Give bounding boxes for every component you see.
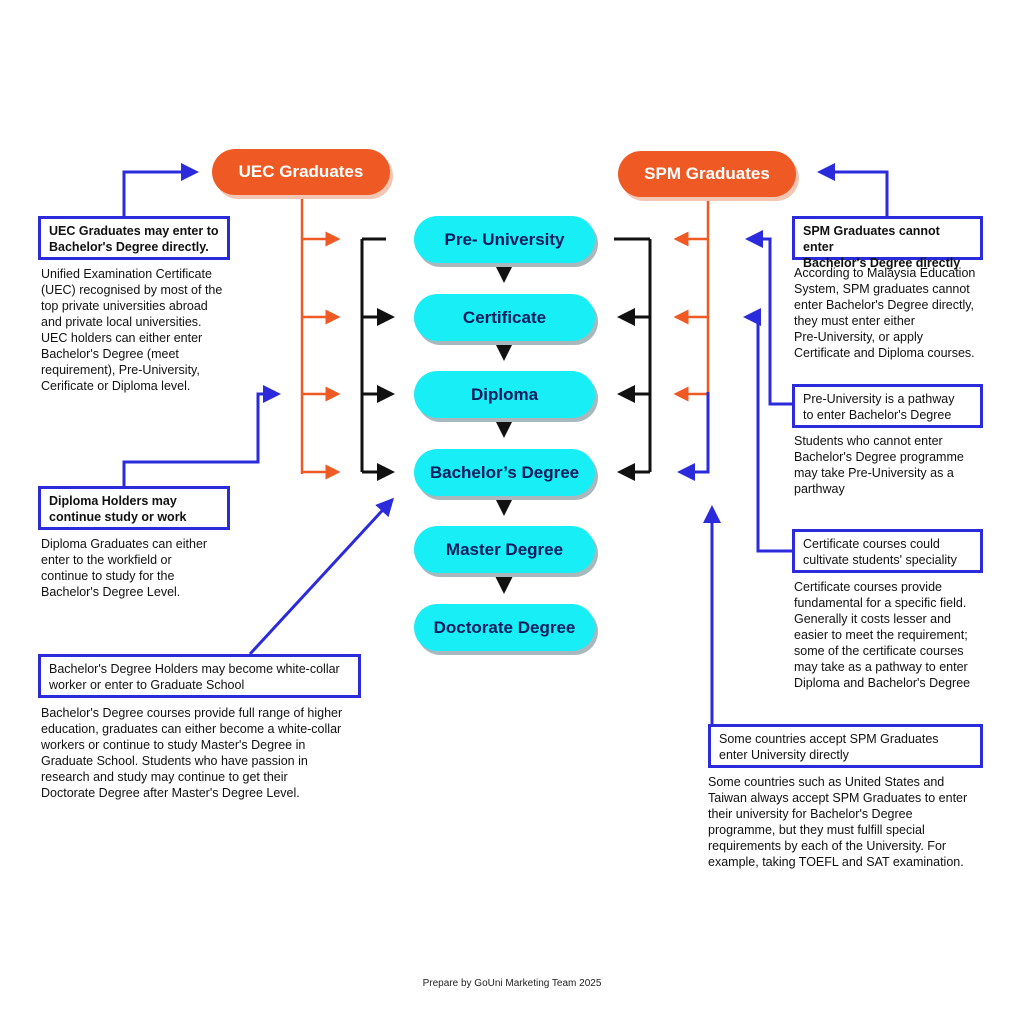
countries-note-title: Some countries accept SPM Graduates ente… [719, 732, 939, 762]
certificate-note-title-box: Certificate courses could cultivate stud… [792, 529, 983, 573]
uec-graduates-label: UEC Graduates [238, 162, 364, 181]
level-label: Doctorate Degree [433, 617, 576, 637]
bachelor-note-body: Bachelor's Degree courses provide full r… [41, 706, 343, 800]
diploma-note-title-box: Diploma Holders may continue study or wo… [38, 486, 230, 530]
level-certificate: Certificate [414, 294, 595, 341]
pre-university-note-title: Pre-University is a pathway to enter Bac… [803, 392, 955, 422]
uec-note-body: Unified Examination Certificate (UEC) re… [41, 267, 223, 393]
level-diploma: Diploma [414, 371, 595, 418]
uec-graduates-pill: UEC Graduates [212, 149, 390, 195]
uec-note-title: UEC Graduates may enter to Bachelor's De… [49, 224, 219, 254]
spm-graduates-label: SPM Graduates [644, 164, 770, 183]
level-label: Master Degree [445, 539, 564, 559]
level-pre-university: Pre- University [414, 216, 595, 263]
level-label: Bachelor’s Degree [429, 462, 580, 482]
blue-connectors-right [677, 163, 889, 726]
countries-note-title-box: Some countries accept SPM Graduates ente… [708, 724, 983, 768]
footer-credit: Prepare by GoUni Marketing Team 2025 [422, 978, 602, 989]
level-bachelors-degree: Bachelor’s Degree [414, 449, 595, 496]
bachelor-note-title-box: Bachelor's Degree Holders may become whi… [38, 654, 361, 698]
bachelor-note-title: Bachelor's Degree Holders may become whi… [49, 662, 340, 692]
left-bracket [360, 237, 395, 481]
level-master-degree: Master Degree [414, 526, 595, 573]
diploma-note-title: Diploma Holders may continue study or wo… [49, 494, 187, 524]
spm-note-body: According to Malaysia Education System, … [794, 266, 976, 360]
blue-connectors-left [122, 163, 395, 656]
certificate-note-title: Certificate courses could cultivate stud… [803, 537, 957, 567]
certificate-note-body: Certificate courses provide fundamental … [794, 580, 971, 690]
uec-connector [300, 196, 341, 480]
diploma-note-body: Diploma Graduates can either enter to th… [41, 537, 208, 599]
level-label: Certificate [462, 307, 547, 327]
level-label: Pre- University [444, 229, 565, 249]
spm-graduates-pill: SPM Graduates [618, 151, 796, 197]
right-bracket [614, 237, 652, 481]
spm-connector [673, 196, 710, 402]
spm-note-title: SPM Graduates cannot enter Bachelor's De… [803, 224, 961, 270]
spm-note-title-box: SPM Graduates cannot enter Bachelor's De… [792, 216, 983, 270]
pre-university-note-title-box: Pre-University is a pathway to enter Bac… [792, 384, 983, 428]
level-label: Diploma [470, 384, 539, 404]
uec-note-title-box: UEC Graduates may enter to Bachelor's De… [38, 216, 230, 260]
level-doctorate-degree: Doctorate Degree [414, 604, 595, 651]
pre-university-note-body: Students who cannot enter Bachelor's Deg… [794, 434, 964, 496]
countries-note-body: Some countries such as United States and… [708, 775, 968, 869]
